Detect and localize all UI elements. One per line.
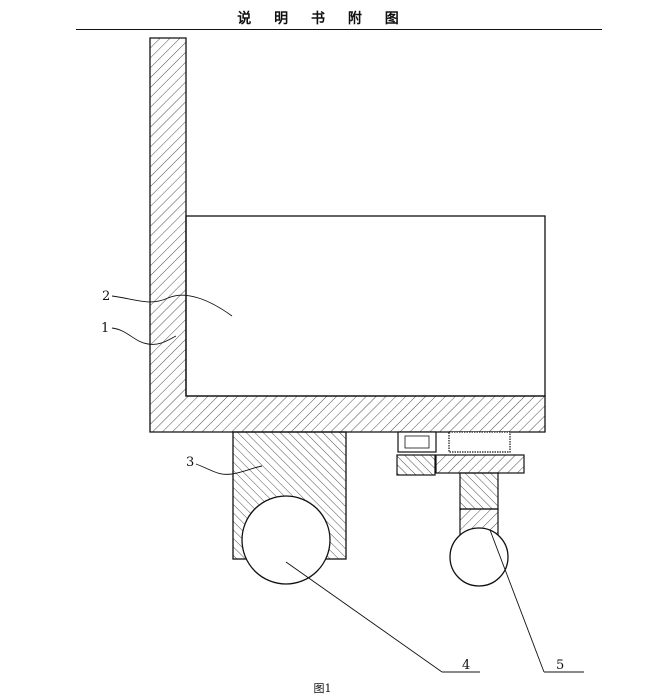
figure-caption: 图1 bbox=[313, 682, 332, 695]
frame-part-1 bbox=[149, 37, 546, 433]
leader-line-3 bbox=[195, 463, 263, 475]
leader-line-4 bbox=[285, 561, 443, 673]
label-5: 5 bbox=[556, 658, 564, 673]
motor-mount-left bbox=[397, 431, 437, 453]
drive-gear-left bbox=[396, 454, 436, 476]
wheel-column-upper bbox=[459, 472, 499, 510]
motor-mount-inner bbox=[404, 435, 430, 449]
drive-assembly-part-5 bbox=[396, 431, 525, 587]
label-4: 4 bbox=[462, 658, 470, 673]
header-rule bbox=[76, 29, 602, 30]
motor-mount-right bbox=[448, 431, 511, 453]
leader-line-1 bbox=[111, 327, 177, 345]
driven-gear-right bbox=[435, 454, 525, 474]
label-2: 2 bbox=[102, 289, 110, 304]
large-wheel-part-4 bbox=[241, 495, 331, 585]
leader-line-5 bbox=[489, 529, 545, 673]
label-1: 1 bbox=[101, 321, 109, 336]
label-3: 3 bbox=[186, 455, 194, 470]
page-title: 说 明 书 附 图 bbox=[237, 11, 408, 27]
container-part-2 bbox=[185, 215, 546, 397]
leader-line-2 bbox=[111, 294, 233, 317]
small-wheel bbox=[449, 527, 509, 587]
